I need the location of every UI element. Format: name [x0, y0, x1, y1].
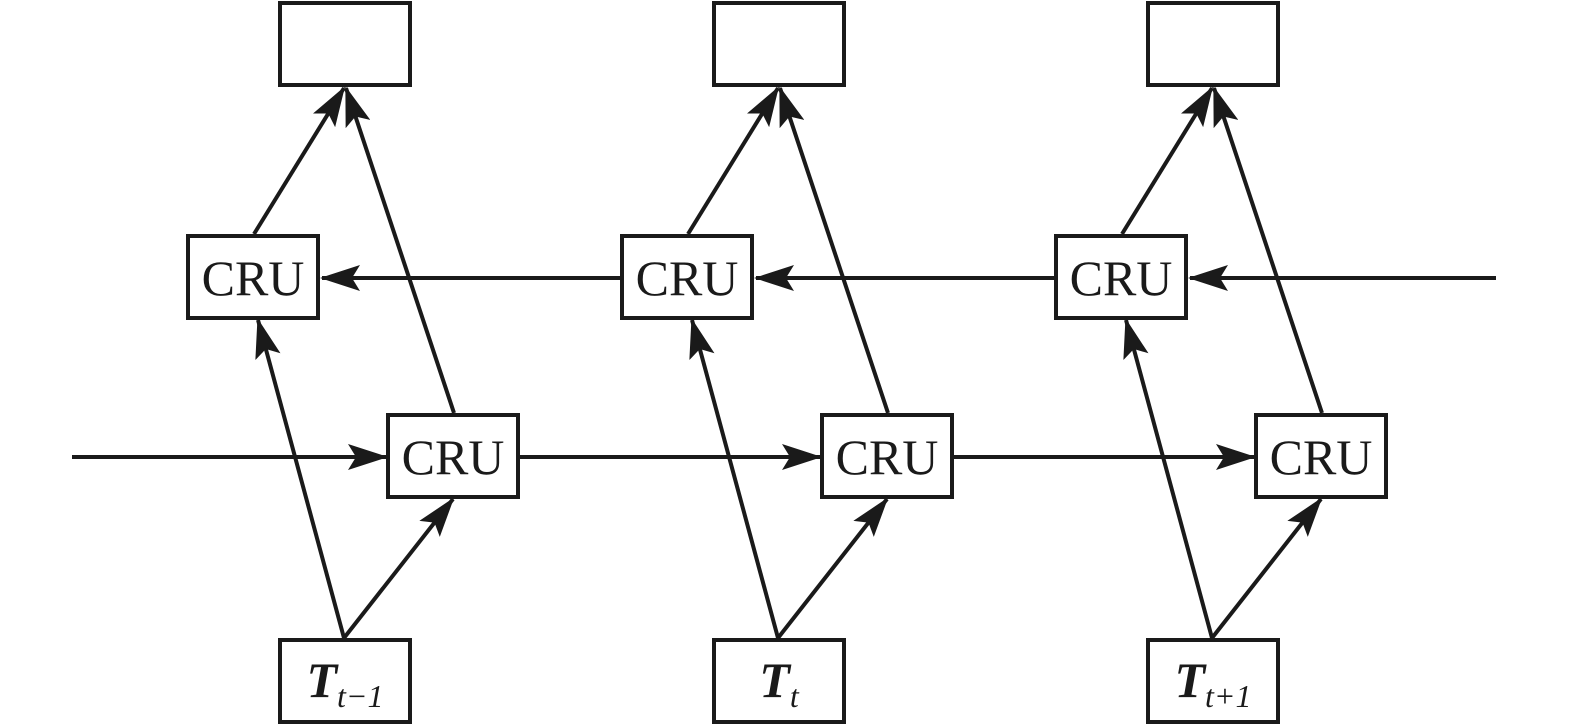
- backward-cru-label: CRU: [636, 250, 739, 306]
- edges: [72, 86, 1496, 640]
- input-box: [278, 638, 412, 724]
- backward-cru-box: [620, 234, 754, 320]
- input-subscript: t+1: [1205, 678, 1251, 714]
- forward-cru-label: CRU: [836, 429, 939, 485]
- input-label: Tt+1: [1174, 652, 1251, 714]
- input-to-forward-cru-edge-1: [342, 497, 455, 640]
- time-step-3: CRU CRU Tt+1: [1054, 1, 1388, 724]
- forward-cru-to-output-edge-3: [1212, 86, 1324, 414]
- forward-cru-label: CRU: [402, 429, 505, 485]
- input-to-forward-cru-edge-3: [1210, 497, 1323, 640]
- input-main-symbol: T: [1174, 652, 1207, 708]
- input-to-backward-cru-edge-3: [1123, 318, 1214, 639]
- input-box: [1146, 638, 1280, 724]
- input-to-forward-cru-edge-2: [776, 497, 889, 640]
- input-to-backward-cru-edge-1: [255, 318, 346, 639]
- time-step-2: CRU CRU Tt: [620, 1, 954, 724]
- backward-cru-to-output-edge-3: [1120, 86, 1214, 236]
- input-to-backward-cru-edge-2: [689, 318, 780, 639]
- forward-cru-box: [1254, 413, 1388, 499]
- backward-cru-to-output-edge-1: [252, 86, 346, 236]
- input-box: [712, 638, 846, 724]
- input-main-symbol: T: [306, 652, 339, 708]
- output-box: [278, 1, 412, 87]
- output-box: [712, 1, 846, 87]
- backward-cru-box: [186, 234, 320, 320]
- input-label: Tt−1: [306, 652, 383, 714]
- forward-cru-to-output-edge-1: [344, 86, 456, 414]
- forward-cru-box: [820, 413, 954, 499]
- time-step-1: CRU CRU Tt−1: [186, 1, 520, 724]
- forward-cru-label: CRU: [1270, 429, 1373, 485]
- input-main-symbol: T: [759, 652, 792, 708]
- backward-cru-label: CRU: [202, 250, 305, 306]
- input-subscript: t−1: [337, 678, 383, 714]
- backward-cru-label: CRU: [1070, 250, 1173, 306]
- input-label: Tt: [759, 652, 800, 714]
- input-subscript: t: [790, 678, 800, 714]
- forward-cru-to-output-edge-2: [778, 86, 890, 414]
- forward-cru-box: [386, 413, 520, 499]
- output-box: [1146, 1, 1280, 87]
- backward-cru-to-output-edge-2: [686, 86, 780, 236]
- backward-cru-box: [1054, 234, 1188, 320]
